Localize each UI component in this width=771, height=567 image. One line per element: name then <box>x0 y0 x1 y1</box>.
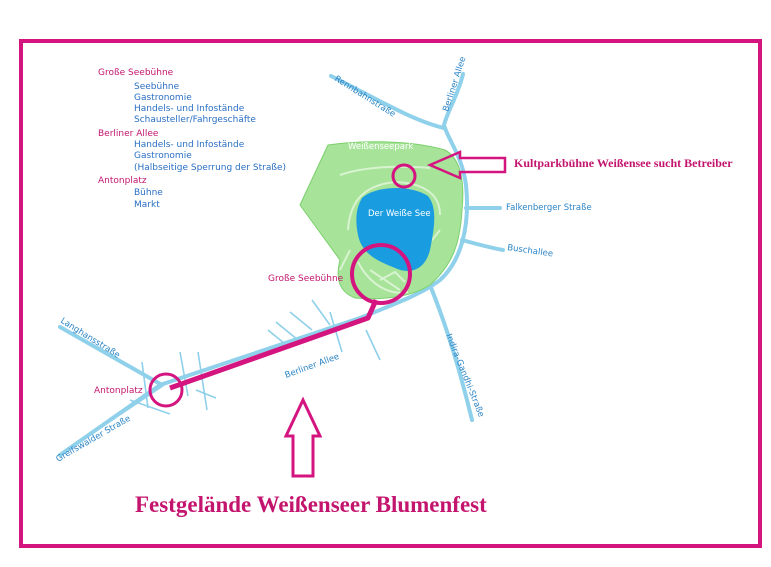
legend-g1-title: Große Seebühne <box>98 68 174 78</box>
lake-weisser-see <box>356 187 435 271</box>
marker-kultparkbuehne <box>391 163 417 189</box>
street-indira-gandhi <box>428 283 474 422</box>
street-buschallee <box>460 238 505 252</box>
label-buschallee: Buschallee <box>507 243 554 259</box>
street-langhansstrasse <box>58 325 164 387</box>
label-berliner-allee-ne: Berliner Allee <box>441 56 468 113</box>
legend-g2-title: Berliner Allee <box>98 129 159 139</box>
legend-g2-item: Handels- und Infostände <box>134 140 245 150</box>
title-festgelaende: Festgelände Weißenseer Blumenfest <box>135 492 487 517</box>
legend-g3-title: Antonplatz <box>98 176 147 186</box>
annotation-kultparkbuehne: Kultparkbühne Weißensee sucht Betreiber <box>514 156 733 170</box>
arrow-left-icon <box>426 150 507 180</box>
label-rennbahnstrasse: Rennbahnstraße <box>332 74 397 120</box>
legend-g1-item: Gastronomie <box>134 93 192 103</box>
legend-g3-item: Markt <box>134 200 160 210</box>
label-berliner-allee-sw: Berliner Allee <box>284 352 341 381</box>
legend-g1-item: Schausteller/Fahrgeschäfte <box>134 115 256 125</box>
street-rennbahnstrasse <box>329 74 446 130</box>
cross-streets <box>129 299 381 415</box>
legend-g3-item: Bühne <box>134 188 163 198</box>
legend-g2-item: Gastronomie <box>134 151 192 161</box>
label-weissenseepark: Weißenseepark <box>348 142 413 152</box>
label-grosse-seebuehne: Große Seebühne <box>268 274 344 284</box>
label-greifswalder: Greifswalder Straße <box>55 414 133 465</box>
label-antonplatz: Antonplatz <box>94 386 143 396</box>
label-langhansstrasse: Langhansstraße <box>58 316 121 361</box>
legend-g2-item: (Halbseitige Sperrung der Straße) <box>134 163 286 173</box>
outer-frame <box>19 39 762 548</box>
label-indira-gandhi: Indira-Gandhi-Straße <box>443 332 486 418</box>
legend: Große Seebühne Seebühne Gastronomie Hand… <box>98 68 286 210</box>
marker-grosse-seebuehne <box>350 243 412 305</box>
marker-antonplatz <box>148 372 184 408</box>
legend-g1-item: Handels- und Infostände <box>134 104 245 114</box>
festival-route <box>169 298 379 391</box>
legend-g1-item: Seebühne <box>134 82 180 92</box>
label-falkenberger: Falkenberger Straße <box>506 203 592 213</box>
label-weisser-see: Der Weiße See <box>368 209 431 219</box>
arrow-up-icon <box>283 396 323 478</box>
street-network <box>58 72 505 457</box>
